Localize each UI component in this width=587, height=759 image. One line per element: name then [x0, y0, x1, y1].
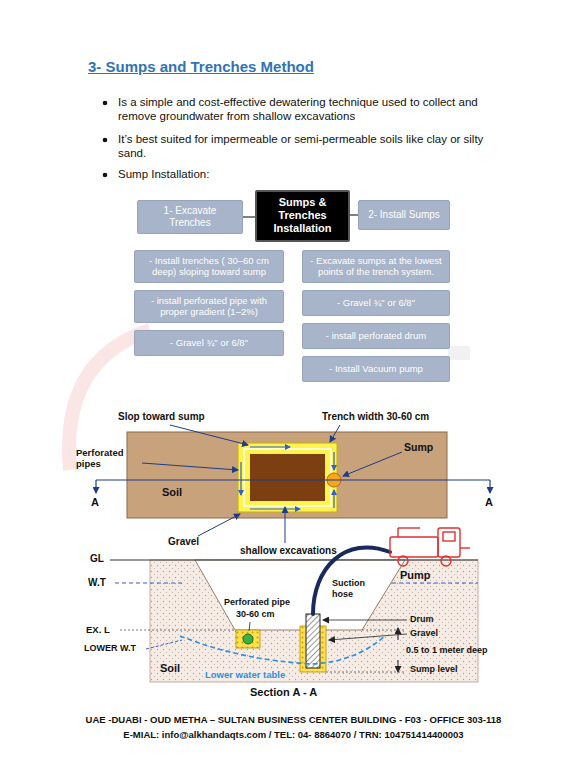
process-box: - Excavate sumps at the lowest points of…: [302, 250, 450, 283]
callout-label: Perforated pipes: [76, 447, 140, 470]
callout-label: shallow excavations: [240, 545, 337, 557]
box-text: 2- Install Sumps: [368, 209, 440, 221]
connector-line: [243, 216, 255, 218]
box-text: Sumps & Trenches Installation: [263, 196, 342, 236]
box-text: - Excavate sumps at the lowest points of…: [309, 255, 443, 278]
bullet-text: Is a simple and cost-effective dewaterin…: [118, 96, 508, 124]
box-text: - Gravel ¾" or 6/8": [170, 337, 248, 348]
process-box: 2- Install Sumps: [358, 200, 450, 230]
process-box: - Install Vacuum pump: [302, 356, 450, 382]
bullet-dots: [103, 101, 108, 178]
pump-symbol: [390, 528, 470, 566]
callout-label: Pump: [400, 569, 431, 582]
process-box: - Gravel ¾" or 6/8": [302, 290, 450, 316]
box-text: - install perforated pipe with proper gr…: [141, 295, 277, 318]
callout-label: Perforated pipe: [224, 597, 290, 608]
root-box: Sumps & Trenches Installation: [255, 190, 350, 242]
callout-label: Gravel: [410, 628, 438, 639]
callout-label: Gravel: [168, 536, 199, 548]
box-text: 1- Excavate Trenches: [144, 205, 236, 229]
callout-label: W.T: [88, 577, 106, 589]
process-box: 1- Excavate Trenches: [137, 200, 243, 234]
callout-label: Sump level: [410, 664, 458, 675]
callout-label: Sump: [404, 441, 433, 454]
callout-label: Trench width 30-60 cm: [322, 411, 429, 423]
connector-line: [350, 214, 358, 216]
process-box: - install perforated pipe with proper gr…: [134, 290, 284, 323]
footer-text: UAE -DUABI - OUD METHA – SULTAN BUSINESS…: [0, 714, 587, 725]
callout-label: Suction hose: [332, 578, 376, 600]
callout-label: Lower water table: [205, 669, 285, 680]
process-box: - Gravel ¾" or 6/8": [134, 330, 284, 356]
callout-label: A: [485, 496, 493, 509]
callout-label: Drum: [410, 614, 434, 625]
process-box: - install perforated drum: [302, 323, 450, 349]
callout-label: 30-60 cm: [236, 609, 275, 620]
plan-view: [96, 425, 490, 543]
callout-label: Slop toward sump: [118, 411, 205, 423]
callout-label: Section A - A: [250, 686, 317, 699]
callout-label: Soil: [160, 662, 180, 675]
box-text: - Install trenches ( 30–60 cm deep) slop…: [141, 255, 277, 278]
box-text: - Install Vacuum pump: [329, 363, 423, 374]
process-box: - Install trenches ( 30–60 cm deep) slop…: [134, 250, 284, 283]
footer-text: E-MIAL: info@alkhandaqts.com / TEL: 04- …: [0, 729, 587, 740]
bullet-text: It’s best suited for impermeable or semi…: [118, 133, 508, 161]
callout-label: LOWER W.T: [84, 643, 136, 654]
section-view: [110, 528, 478, 682]
page-title: 3- Sumps and Trenches Method: [88, 58, 314, 75]
callout-label: 0.5 to 1 meter deep: [406, 645, 488, 656]
box-text: - Gravel ¾" or 6/8": [337, 297, 415, 308]
callout-label: EX. L: [86, 624, 110, 635]
bullet-text: Sump Installation:: [118, 168, 209, 182]
callout-label: A: [91, 496, 99, 509]
callout-label: Soil: [162, 486, 182, 499]
box-text: - install perforated drum: [326, 330, 426, 341]
callout-label: GL: [90, 553, 104, 565]
